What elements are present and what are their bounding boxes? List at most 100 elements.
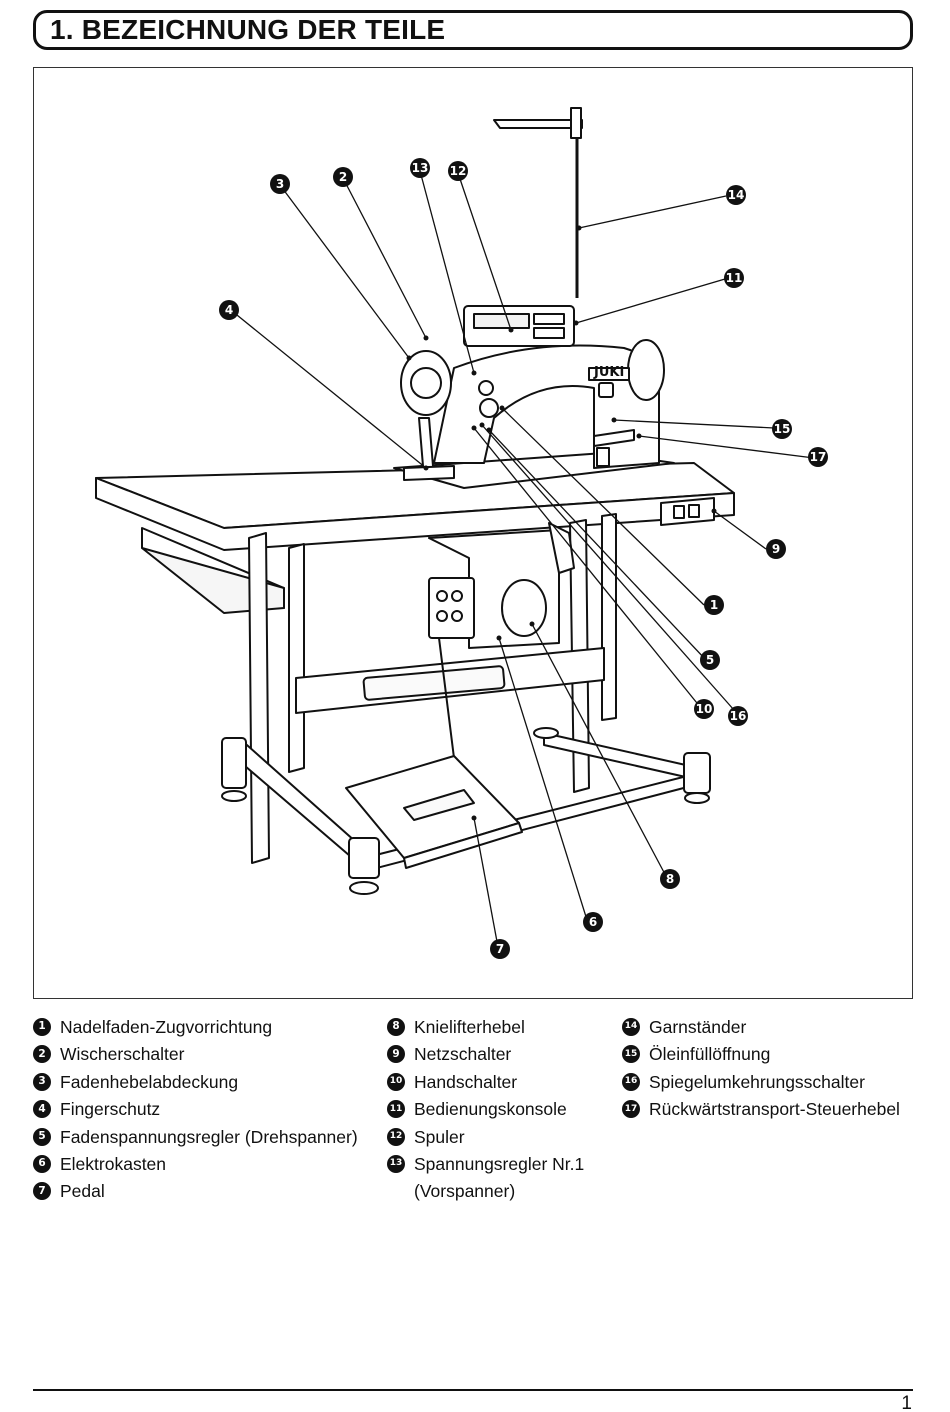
svg-text:3: 3 bbox=[276, 177, 284, 191]
leg-left-back bbox=[288, 543, 305, 773]
legend-label: Knielifterhebel bbox=[414, 1017, 525, 1037]
callout-9 bbox=[766, 539, 786, 559]
svg-text:9: 9 bbox=[772, 542, 780, 556]
callout-3 bbox=[270, 174, 290, 194]
callout-16 bbox=[728, 706, 748, 726]
legend-number: 9 bbox=[387, 1045, 405, 1064]
callout-6 bbox=[583, 912, 603, 932]
legend-number: 11 bbox=[387, 1100, 405, 1119]
svg-text:8: 8 bbox=[666, 872, 674, 886]
svg-text:12: 12 bbox=[450, 164, 467, 178]
footer-divider bbox=[33, 1389, 913, 1391]
legend-item: 1 Nadelfaden-Zugvorrichtung bbox=[33, 1014, 358, 1041]
table-front-edge bbox=[95, 477, 735, 551]
svg-text:4: 4 bbox=[225, 303, 233, 317]
legend-item: 17 Rückwärtstransport-Steuerhebel bbox=[622, 1096, 900, 1123]
legend-number: 4 bbox=[33, 1100, 51, 1119]
legend-label: Spannungsregler Nr.1 (Vorspanner) bbox=[414, 1151, 584, 1206]
legend-item: 10 Handschalter bbox=[387, 1069, 584, 1096]
legend-item: 11 Bedienungskonsole bbox=[387, 1096, 584, 1123]
callout-2 bbox=[333, 167, 353, 187]
legend-number: 1 bbox=[33, 1018, 51, 1036]
legend-number: 17 bbox=[622, 1100, 640, 1119]
legend-item: 5 Fadenspannungsregler (Drehspanner) bbox=[33, 1124, 358, 1151]
legend-item: 12 Spuler bbox=[387, 1124, 584, 1151]
legend-item: 7 Pedal bbox=[33, 1178, 358, 1205]
page-title: 1. BEZEICHNUNG DER TEILE bbox=[50, 14, 446, 45]
handwheel bbox=[627, 339, 665, 401]
svg-text:15: 15 bbox=[774, 422, 791, 436]
svg-text:2: 2 bbox=[339, 170, 347, 184]
legend-number: 15 bbox=[622, 1045, 640, 1064]
legend-label: Spiegelumkehrungsschalter bbox=[649, 1071, 865, 1092]
legend-item: 13 Spannungsregler Nr.1 (Vorspanner) bbox=[387, 1151, 584, 1206]
legend-item: 14 Garnständer bbox=[622, 1014, 900, 1041]
legend-label: Spuler bbox=[414, 1126, 465, 1147]
juki-logo: JUKI bbox=[593, 365, 624, 380]
section-header: 1. BEZEICHNUNG DER TEILE bbox=[33, 10, 913, 50]
callout-12 bbox=[448, 161, 468, 181]
legend-label: Garnständer bbox=[649, 1017, 747, 1037]
electric-box bbox=[428, 577, 475, 639]
svg-text:6: 6 bbox=[589, 915, 597, 929]
callout-4 bbox=[219, 300, 239, 320]
legend-label: Elektrokasten bbox=[60, 1154, 167, 1175]
legend-label: Rückwärtstransport-Steuerhebel bbox=[649, 1099, 900, 1120]
legend-label-line-2: (Vorspanner) bbox=[414, 1181, 516, 1202]
legend-label: Fadenspannungsregler (Drehspanner) bbox=[60, 1126, 358, 1147]
legend-number: 10 bbox=[387, 1072, 405, 1091]
svg-text:14: 14 bbox=[728, 188, 745, 202]
legend-label: Fingerschutz bbox=[60, 1099, 161, 1120]
legend-number: 14 bbox=[622, 1018, 640, 1036]
svg-text:1: 1 bbox=[710, 598, 718, 612]
foot-left bbox=[221, 737, 247, 789]
machine-arm bbox=[433, 344, 660, 469]
legend-item: 3 Fadenhebelabdeckung bbox=[33, 1069, 358, 1096]
legend-item: 4 Fingerschutz bbox=[33, 1096, 358, 1123]
legend-label: Handschalter bbox=[414, 1071, 518, 1092]
svg-text:5: 5 bbox=[706, 653, 714, 667]
callout-11 bbox=[724, 268, 744, 288]
callout-markers: 1 2 3 4 5 6 7 8 9 10 11 12 13 bbox=[219, 158, 828, 959]
legend-number: 13 bbox=[387, 1155, 405, 1174]
legend-number: 7 bbox=[33, 1182, 51, 1201]
callout-5 bbox=[700, 650, 720, 670]
legend-label: Pedal bbox=[60, 1181, 105, 1202]
page-number: 1 bbox=[901, 1393, 912, 1412]
knee-lifter bbox=[548, 522, 575, 574]
legend-item: 8 Knielifterhebel bbox=[387, 1014, 584, 1041]
callout-14 bbox=[726, 185, 746, 205]
callout-15 bbox=[772, 419, 792, 439]
leg-left-front bbox=[248, 532, 270, 864]
callout-10 bbox=[694, 699, 714, 719]
thread-stand-arm bbox=[493, 119, 583, 129]
foot-front bbox=[348, 837, 380, 879]
legend-item: 6 Elektrokasten bbox=[33, 1151, 358, 1178]
legend-number: 8 bbox=[387, 1018, 405, 1036]
legend-number: 3 bbox=[33, 1072, 51, 1091]
svg-text:13: 13 bbox=[412, 161, 429, 175]
legend-number: 5 bbox=[33, 1127, 51, 1146]
svg-text:16: 16 bbox=[730, 709, 747, 723]
svg-text:7: 7 bbox=[496, 942, 504, 956]
legend-number: 6 bbox=[33, 1155, 51, 1174]
sewing-machine-figure: JUKI bbox=[33, 67, 913, 999]
legend-label: Nadelfaden-Zugvorrichtung bbox=[60, 1017, 273, 1037]
callout-1 bbox=[704, 595, 724, 615]
leg-right-back bbox=[601, 513, 617, 721]
callout-8 bbox=[660, 869, 680, 889]
legend-label: Bedienungskonsole bbox=[414, 1099, 567, 1120]
legend-number: 12 bbox=[387, 1127, 405, 1146]
legend-label: Fadenhebelabdeckung bbox=[60, 1071, 239, 1092]
svg-text:10: 10 bbox=[696, 702, 713, 716]
callout-17 bbox=[808, 447, 828, 467]
legend-label-line-1: Spannungsregler Nr.1 bbox=[414, 1154, 585, 1175]
legend-label: Wischerschalter bbox=[60, 1044, 185, 1065]
svg-text:17: 17 bbox=[810, 450, 827, 464]
